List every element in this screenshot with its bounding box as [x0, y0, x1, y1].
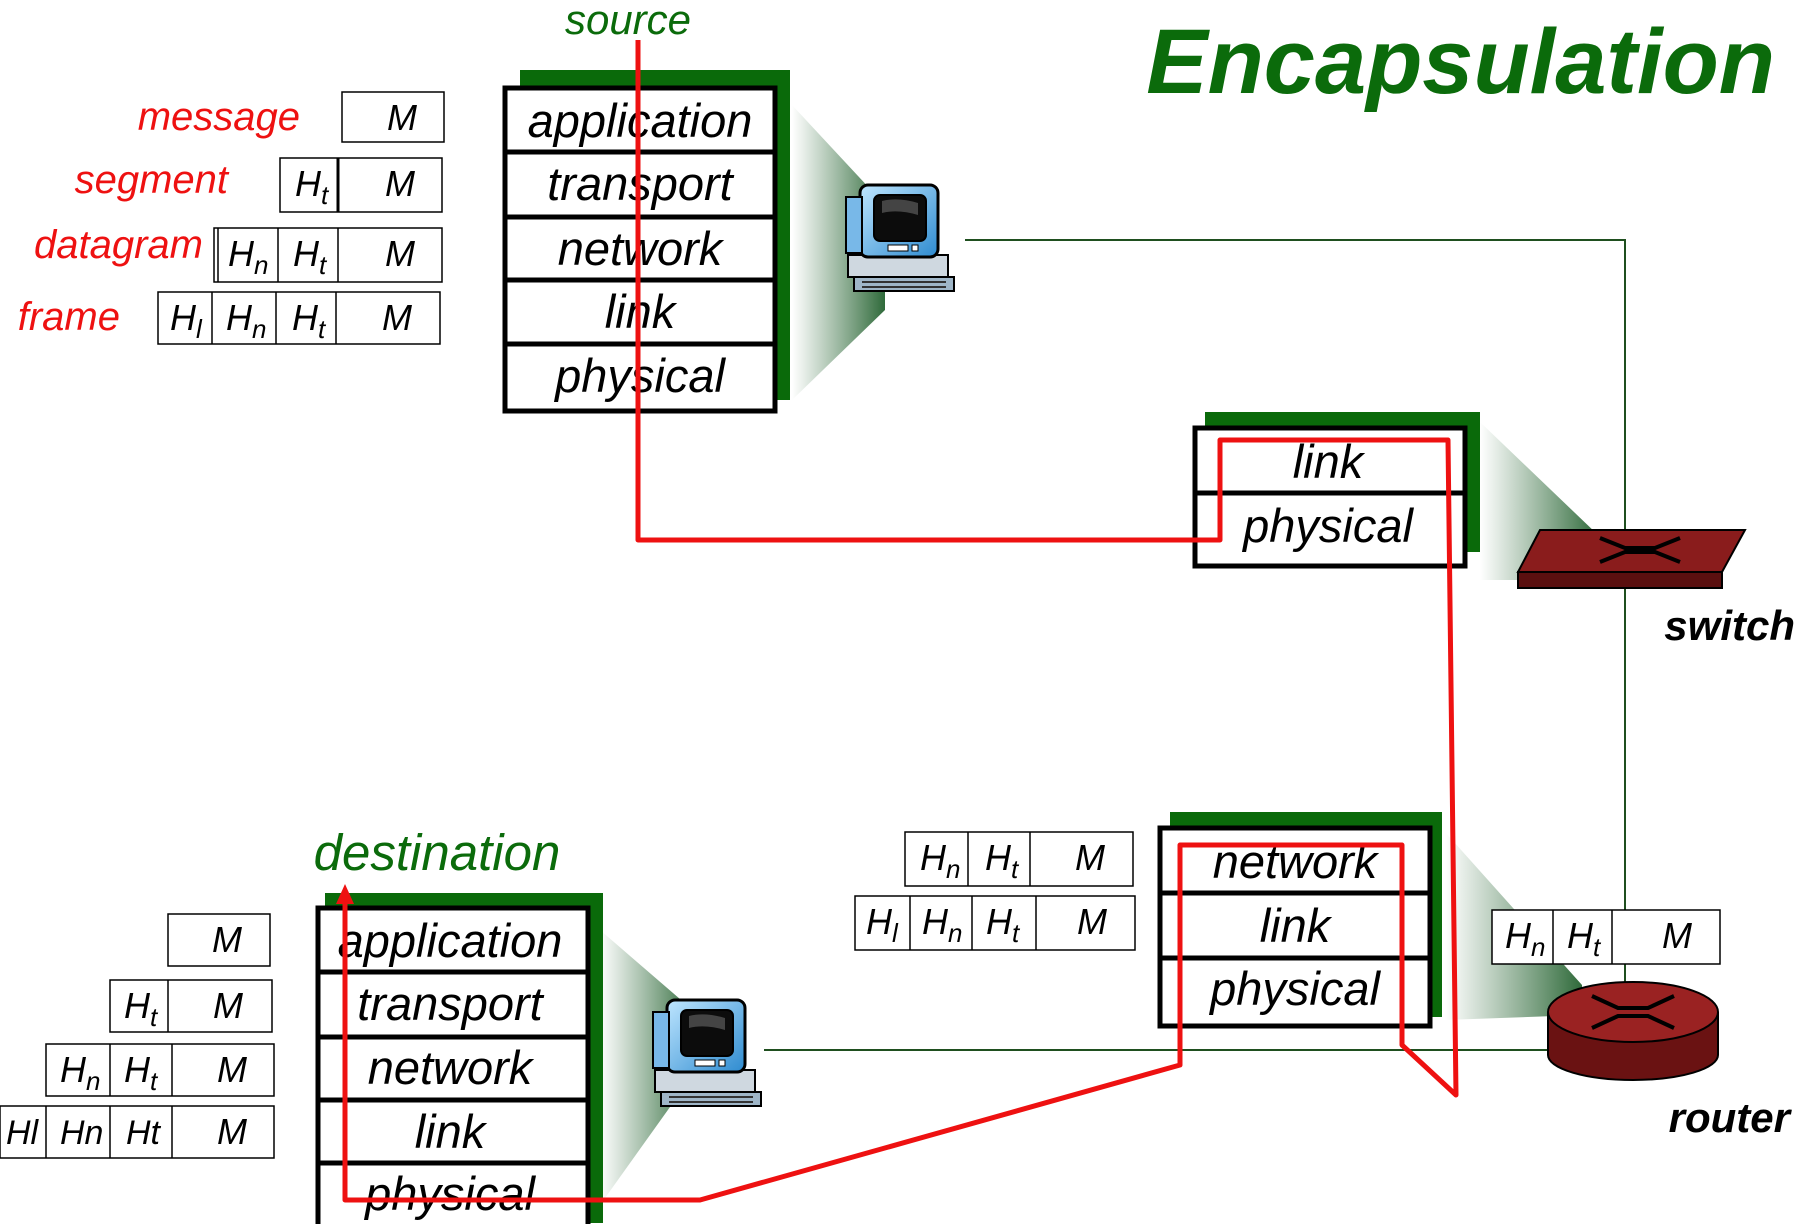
router-label: router — [1669, 1094, 1793, 1141]
header-transport: Ht — [292, 297, 327, 344]
path-arrow-icon — [336, 884, 354, 904]
packet-payload: M — [212, 919, 242, 960]
router-stack: network link physical — [1157, 812, 1442, 1029]
header-transport: Ht — [985, 837, 1020, 884]
source-label: source — [565, 0, 691, 43]
legend-datagram: datagram — [34, 223, 203, 267]
router-datagram-in: Hn Ht M — [904, 831, 1134, 887]
dest-packet-frame: Hl Hn Ht M — [0, 1105, 275, 1159]
header-transport: Ht — [293, 233, 328, 280]
header-network: Hn — [1505, 915, 1545, 962]
legend-message: message — [138, 95, 300, 139]
source-layer-network: network — [558, 222, 725, 275]
packet-segment: Ht M — [279, 157, 443, 213]
data-path — [342, 40, 1459, 1203]
packet-datagram: Hn Ht M — [213, 227, 443, 283]
header-transport: Ht — [124, 1049, 159, 1096]
packet-message: M — [341, 91, 445, 143]
packet-payload: M — [387, 97, 417, 138]
router-datagram-out: Hn Ht M — [1491, 909, 1721, 965]
header-network: Hn — [922, 901, 962, 948]
source-stack: application transport network link physi… — [502, 70, 790, 414]
source-beam — [792, 105, 885, 400]
router-layer-physical: physical — [1208, 962, 1381, 1015]
source-layer-link: link — [605, 285, 678, 338]
packet-payload: M — [385, 163, 415, 204]
packet-payload: M — [1077, 901, 1107, 942]
packet-payload: M — [1662, 915, 1692, 956]
packet-payload: M — [382, 297, 412, 338]
destination-label: destination — [314, 824, 561, 881]
dest-layer-link: link — [415, 1105, 488, 1158]
header-link-dest: Hl — [6, 1114, 40, 1152]
dest-stack: application transport network link physi… — [315, 893, 603, 1224]
dest-layer-physical: physical — [363, 1167, 536, 1220]
switch-label: switch — [1664, 602, 1795, 649]
header-transport: Ht — [124, 985, 159, 1032]
packet-frame: Hl Hn Ht M — [157, 291, 441, 345]
dest-packet-message: M — [167, 913, 271, 967]
packet-payload: M — [217, 1049, 247, 1090]
dest-packet-datagram: Hn Ht M — [45, 1043, 275, 1097]
header-transport: Ht — [295, 163, 330, 210]
switch-icon — [1516, 529, 1747, 589]
network-links — [764, 239, 1650, 1051]
packet-payload: M — [213, 985, 243, 1026]
header-network: Hn — [226, 297, 266, 344]
switch-layer-link: link — [1293, 435, 1366, 488]
switch-stack: link physical — [1192, 412, 1480, 569]
packet-payload: M — [385, 233, 415, 274]
header-network-dest: Hn — [60, 1114, 103, 1152]
header-link: Hl — [866, 901, 899, 948]
header-transport-dest: Ht — [126, 1114, 162, 1152]
header-link: Hl — [170, 297, 203, 344]
header-network: Hn — [920, 837, 960, 884]
router-layer-link: link — [1260, 899, 1333, 952]
dest-computer-icon — [651, 998, 763, 1108]
packet-payload: M — [217, 1111, 247, 1152]
router-frame-in: Hl Hn Ht M — [854, 895, 1136, 951]
dest-packet-segment: Ht M — [109, 979, 273, 1033]
header-network: Hn — [228, 233, 268, 280]
legend: message segment datagram frame — [18, 95, 300, 339]
legend-frame: frame — [18, 295, 120, 339]
dest-layer-transport: transport — [357, 977, 544, 1030]
header-transport: Ht — [1567, 915, 1602, 962]
packet-payload: M — [1075, 837, 1105, 878]
legend-segment: segment — [75, 158, 230, 202]
dest-layer-application: application — [338, 914, 563, 967]
page-title: Encapsulation — [1146, 11, 1775, 113]
dest-layer-network: network — [368, 1041, 535, 1094]
router-icon — [1547, 981, 1719, 1081]
header-network: Hn — [60, 1049, 100, 1096]
source-computer-icon — [844, 183, 956, 293]
header-transport: Ht — [986, 901, 1021, 948]
switch-layer-physical: physical — [1241, 499, 1414, 552]
source-layer-transport: transport — [547, 157, 734, 210]
dest-beam — [600, 930, 695, 1205]
